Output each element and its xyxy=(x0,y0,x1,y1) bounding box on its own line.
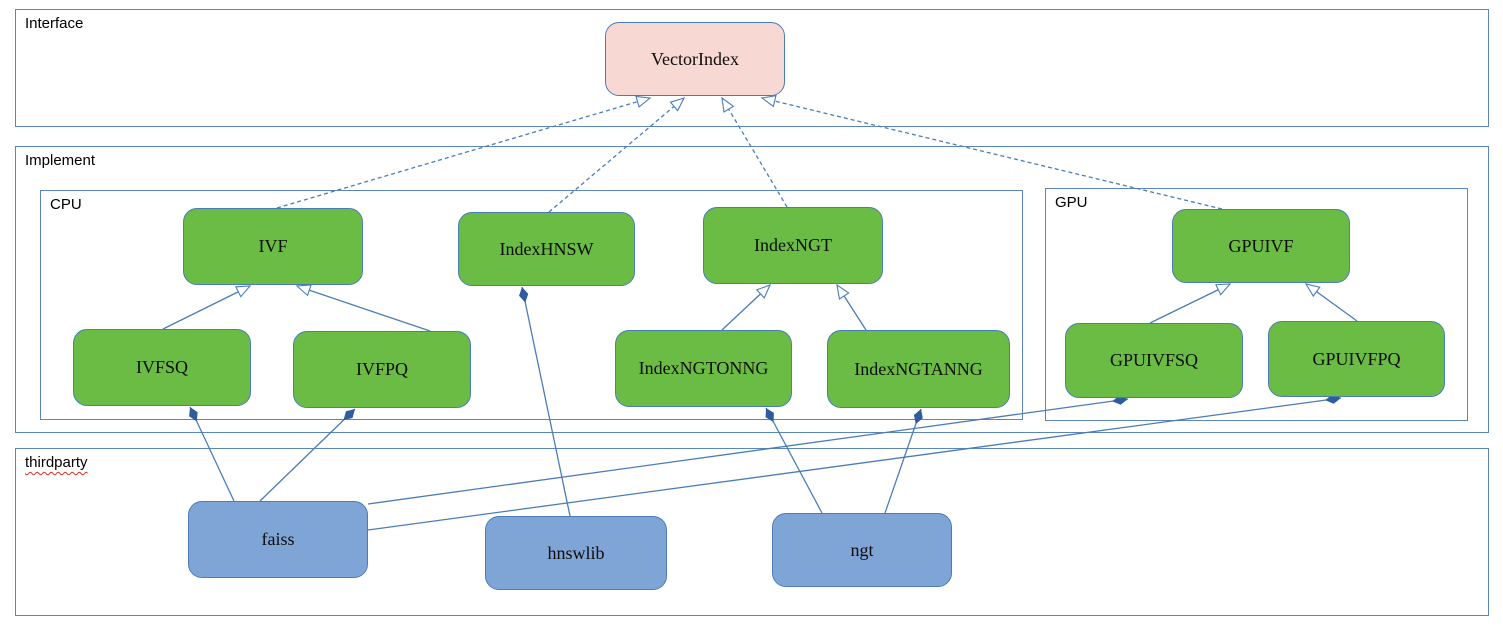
container-label-interface: Interface xyxy=(25,15,84,32)
node-label-indexngtonng: IndexNGTONNG xyxy=(638,358,769,378)
node-indexhnsw: IndexHNSW xyxy=(458,212,635,286)
node-hnswlib: hnswlib xyxy=(485,516,667,590)
node-label-gpuivfpq: GPUIVFPQ xyxy=(1312,348,1401,369)
node-label-ivfpq: IVFPQ xyxy=(355,359,408,379)
node-ngt: ngt xyxy=(772,513,952,587)
node-indexngtanng: IndexNGTANNG xyxy=(827,330,1010,408)
node-ivf: IVF xyxy=(183,208,363,285)
node-label-gpuivfsq: GPUIVFSQ xyxy=(1109,350,1199,370)
container-label-cpu: CPU xyxy=(50,196,82,213)
node-faiss: faiss xyxy=(188,501,368,578)
node-label-ivf: IVF xyxy=(258,236,288,256)
node-label-indexngtanng: IndexNGTANNG xyxy=(854,358,983,379)
node-label-gpuivf: GPUIVF xyxy=(1228,235,1294,256)
container-label-implement: Implement xyxy=(25,152,96,169)
node-label-ivfsq: IVFSQ xyxy=(135,357,188,377)
node-indexngtonng: IndexNGTONNG xyxy=(615,330,792,407)
node-label-ngt: ngt xyxy=(850,539,874,560)
node-label-hnswlib: hnswlib xyxy=(547,542,605,563)
node-indexngt: IndexNGT xyxy=(703,207,883,284)
node-label-indexngt: IndexNGT xyxy=(754,235,832,255)
node-gpuivf: GPUIVF xyxy=(1172,209,1350,283)
node-gpuivfsq: GPUIVFSQ xyxy=(1065,323,1243,398)
node-label-vectorindex: VectorIndex xyxy=(651,48,739,69)
node-ivfpq: IVFPQ xyxy=(293,331,471,408)
node-gpuivfpq: GPUIVFPQ xyxy=(1268,321,1445,397)
node-vectorindex: VectorIndex xyxy=(605,22,785,96)
node-ivfsq: IVFSQ xyxy=(73,329,251,406)
container-label-gpu: GPU xyxy=(1055,194,1088,211)
container-label-thirdparty: thirdparty xyxy=(25,454,88,471)
node-label-faiss: faiss xyxy=(261,529,295,549)
node-label-indexhnsw: IndexHNSW xyxy=(499,238,594,259)
